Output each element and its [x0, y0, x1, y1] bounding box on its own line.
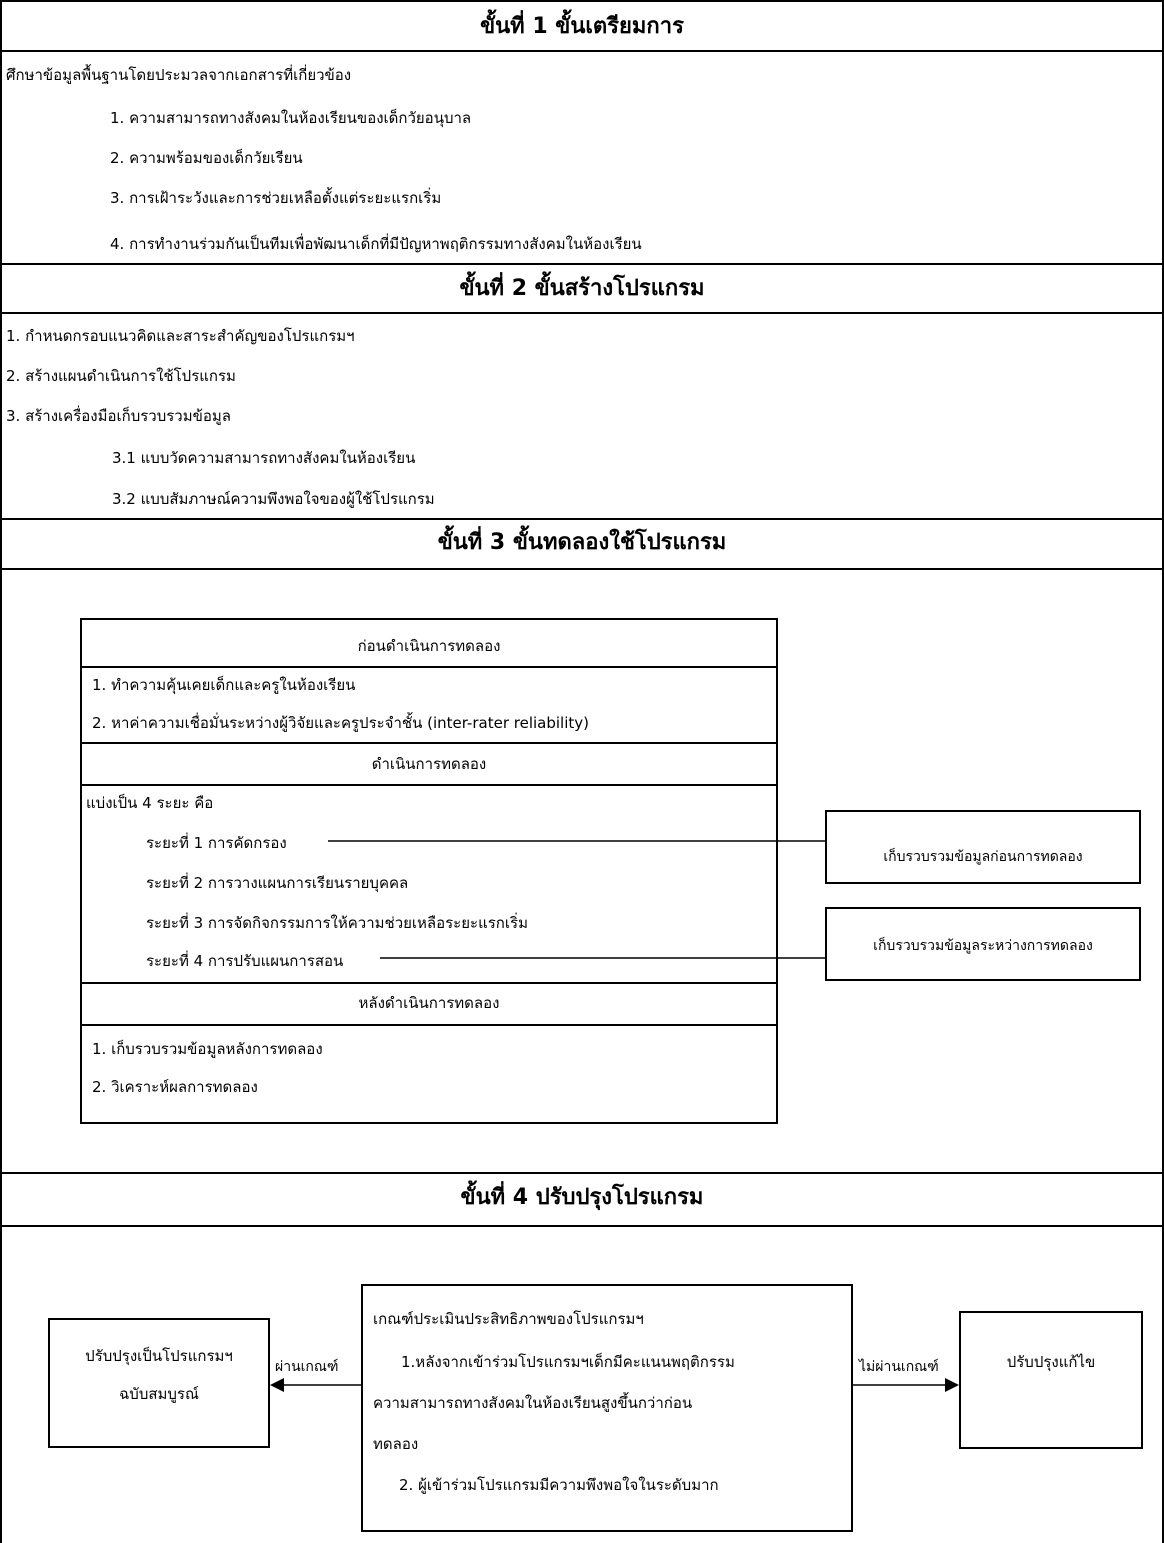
- collect-before-box: เก็บรวบรวมข้อมูลก่อนการทดลอง: [825, 810, 1141, 884]
- separator: [0, 50, 1164, 52]
- collect-during-label: เก็บรวบรวมข้อมูลระหว่างการทดลอง: [873, 938, 1093, 954]
- revise-box: ปรับปรุงแก้ไข: [959, 1311, 1143, 1449]
- complete-program-line1: ปรับปรุงเป็นโปรแกรมฯ: [85, 1347, 233, 1365]
- criteria-title: เกณฑ์ประเมินประสิทธิภาพของโปรแกรมฯ: [373, 1310, 644, 1328]
- revise-label: ปรับปรุงแก้ไข: [1006, 1353, 1096, 1371]
- step1-intro: ศึกษาข้อมูลพื้นฐานโดยประมวลจากเอกสารที่เ…: [6, 66, 352, 84]
- separator: [0, 1172, 1164, 1174]
- complete-program-line2: ฉบับสมบูรณ์: [119, 1385, 199, 1403]
- after-header: หลังดำเนินการทดลอง: [358, 994, 500, 1012]
- pass-label: ผ่านเกณฑ์: [275, 1359, 339, 1375]
- phase-item: ระยะที่ 1 การคัดกรอง: [146, 834, 287, 852]
- experiment-box: ก่อนดำเนินการทดลอง 1. ทำความคุ้นเคยเด็กแ…: [80, 618, 778, 1124]
- separator: [0, 568, 1164, 570]
- criteria-line: 2. ผู้เข้าร่วมโปรแกรมมีความพึงพอใจในระดั…: [399, 1476, 719, 1494]
- step2-item: 3. สร้างเครื่องมือเก็บรวบรวมข้อมูล: [6, 407, 231, 425]
- row-divider: [82, 666, 776, 668]
- separator: [0, 312, 1164, 314]
- step3-title: ขั้นที่ 3 ขั้นทดลองใช้โปรแกรม: [437, 530, 727, 555]
- fail-label: ไม่ผ่านเกณฑ์: [859, 1359, 939, 1375]
- criteria-line: ความสามารถทางสังคมในห้องเรียนสูงขึ้นกว่า…: [373, 1394, 693, 1412]
- step2-item: 1. กำหนดกรอบแนวคิดและสาระสำคัญของโปรแกรม…: [6, 327, 355, 345]
- right-border: [1162, 0, 1164, 1543]
- row-divider: [82, 982, 776, 984]
- phase-item: ระยะที่ 2 การวางแผนการเรียนรายบุคคล: [146, 874, 409, 892]
- criteria-line: ทดลอง: [373, 1435, 419, 1453]
- criteria-line: 1.หลังจากเข้าร่วมโปรแกรมฯเด็กมีคะแนนพฤติ…: [401, 1353, 735, 1371]
- step1-item: 2. ความพร้อมของเด็กวัยเรียน: [110, 149, 303, 167]
- separator: [0, 263, 1164, 265]
- row-divider: [82, 1024, 776, 1026]
- step1-item: 3. การเฝ้าระวังและการช่วยเหลือตั้งแต่ระย…: [110, 189, 442, 207]
- during-intro: แบ่งเป็น 4 ระยะ คือ: [86, 794, 214, 812]
- phase-item: ระยะที่ 3 การจัดกิจกรรมการให้ความช่วยเหล…: [146, 914, 528, 932]
- during-header: ดำเนินการทดลอง: [371, 755, 487, 773]
- row-divider: [82, 742, 776, 744]
- top-border: [0, 0, 1164, 2]
- phase-item: ระยะที่ 4 การปรับแผนการสอน: [146, 952, 344, 970]
- criteria-box: เกณฑ์ประเมินประสิทธิภาพของโปรแกรมฯ 1.หลั…: [361, 1284, 853, 1532]
- step2-title: ขั้นที่ 2 ขั้นสร้างโปรแกรม: [459, 276, 705, 301]
- after-item: 2. วิเคราะห์ผลการทดลอง: [92, 1078, 258, 1096]
- arrow-head: [945, 1378, 959, 1392]
- step1-title: ขั้นที่ 1 ขั้นเตรียมการ: [480, 14, 684, 39]
- collect-before-label: เก็บรวบรวมข้อมูลก่อนการทดลอง: [883, 849, 1083, 865]
- step2-subitem: 3.2 แบบสัมภาษณ์ความพึงพอใจของผู้ใช้โปรแก…: [112, 490, 435, 508]
- collect-during-box: เก็บรวบรวมข้อมูลระหว่างการทดลอง: [825, 907, 1141, 981]
- step2-item: 2. สร้างแผนดำเนินการใช้โปรแกรม: [6, 367, 236, 385]
- after-item: 1. เก็บรวบรวมข้อมูลหลังการทดลอง: [92, 1040, 323, 1058]
- complete-program-box: ปรับปรุงเป็นโปรแกรมฯ ฉบับสมบูรณ์: [48, 1318, 270, 1448]
- step1-item: 1. ความสามารถทางสังคมในห้องเรียนของเด็กว…: [110, 109, 472, 127]
- separator: [0, 518, 1164, 520]
- step4-title: ขั้นที่ 4 ปรับปรุงโปรแกรม: [460, 1185, 704, 1210]
- step2-subitem: 3.1 แบบวัดความสามารถทางสังคมในห้องเรียน: [112, 449, 416, 467]
- arrow-head: [270, 1378, 284, 1392]
- separator: [0, 1225, 1164, 1227]
- before-item: 2. หาค่าความเชื่อมั่นระหว่างผู้วิจัยและค…: [92, 714, 589, 732]
- before-header: ก่อนดำเนินการทดลอง: [357, 637, 501, 655]
- step1-item: 4. การทำงานร่วมกันเป็นทีมเพื่อพัฒนาเด็กท…: [110, 235, 642, 253]
- before-item: 1. ทำความคุ้นเคยเด็กและครูในห้องเรียน: [92, 676, 356, 694]
- row-divider: [82, 784, 776, 786]
